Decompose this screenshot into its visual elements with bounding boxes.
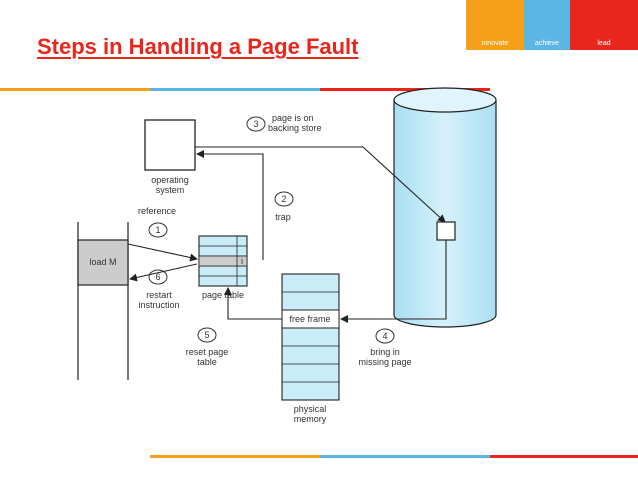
page-table bbox=[198, 235, 248, 287]
step-6-label-line1: restart bbox=[146, 290, 172, 300]
step-4-number: 4 bbox=[382, 331, 387, 341]
os-label-line2: system bbox=[156, 185, 185, 195]
backing-store-disk bbox=[393, 87, 497, 328]
step-5-circle bbox=[197, 327, 217, 343]
header-rule-red bbox=[320, 88, 490, 91]
step-1-label: reference bbox=[138, 206, 176, 216]
step-4-label-line1: bring in bbox=[370, 347, 400, 357]
footer-rule-blue bbox=[320, 455, 490, 458]
step-6-number: 6 bbox=[155, 272, 160, 282]
step-5-label-line1: reset page bbox=[186, 347, 229, 357]
step-1-marker: 1 bbox=[148, 222, 168, 238]
os-box bbox=[144, 119, 196, 171]
load-m-box bbox=[77, 239, 129, 286]
physical-memory-label-line1: physical bbox=[294, 404, 327, 414]
brand-achieve: achieve bbox=[524, 0, 570, 50]
step-2-marker: 2 bbox=[274, 191, 294, 207]
step-3-circle bbox=[246, 116, 266, 132]
step-6-marker: 6 bbox=[148, 269, 168, 285]
arrow-5 bbox=[224, 287, 282, 320]
physical-memory bbox=[281, 273, 340, 401]
step-5-label-line2: table bbox=[197, 357, 217, 367]
load-m-label: load M bbox=[89, 257, 116, 267]
brand-innovate: innovate bbox=[466, 0, 524, 50]
step-2-circle bbox=[274, 191, 294, 207]
footer-rule-orange bbox=[150, 455, 320, 458]
footer-rule-red bbox=[490, 455, 638, 458]
arrow-6 bbox=[129, 263, 198, 282]
step-4-label-line2: missing page bbox=[358, 357, 411, 367]
step-2-label: trap bbox=[275, 212, 291, 222]
arrow-2 bbox=[196, 150, 264, 260]
arrow-1 bbox=[127, 243, 198, 262]
step-3-marker: 3 bbox=[246, 116, 266, 132]
physical-memory-label-line2: memory bbox=[294, 414, 327, 424]
step-6-label-line2: instruction bbox=[138, 300, 179, 310]
step-4-marker: 4 bbox=[375, 328, 395, 344]
invalid-bit: i bbox=[241, 256, 243, 266]
slide-title: Steps in Handling a Page Fault bbox=[37, 34, 359, 59]
step-5-marker: 5 bbox=[197, 327, 217, 343]
brand-innovate-label: innovate bbox=[481, 40, 509, 47]
brand-achieve-label: achieve bbox=[534, 40, 560, 47]
step-3-number: 3 bbox=[253, 119, 258, 129]
step-3-label-line2: backing store bbox=[268, 123, 322, 133]
step-4-circle bbox=[375, 328, 395, 344]
brand-lead-label: lead bbox=[597, 40, 611, 47]
header-rule-orange bbox=[0, 88, 150, 91]
page-table-invalid-entry bbox=[198, 255, 248, 267]
step-2-number: 2 bbox=[281, 194, 286, 204]
page-table-label: page table bbox=[202, 290, 244, 300]
disk-page-box bbox=[436, 221, 456, 241]
step-3-label-line1: page is on bbox=[272, 113, 314, 123]
step-1-number: 1 bbox=[155, 225, 160, 235]
os-label-line1: operating bbox=[151, 175, 189, 185]
arrow-4 bbox=[340, 240, 447, 323]
free-frame-label: free frame bbox=[289, 314, 330, 324]
step-5-number: 5 bbox=[204, 330, 209, 340]
arrow-3 bbox=[195, 146, 446, 223]
brand-lead: lead bbox=[570, 0, 638, 50]
step-1-circle bbox=[148, 222, 168, 238]
header-rule-blue bbox=[150, 88, 320, 91]
